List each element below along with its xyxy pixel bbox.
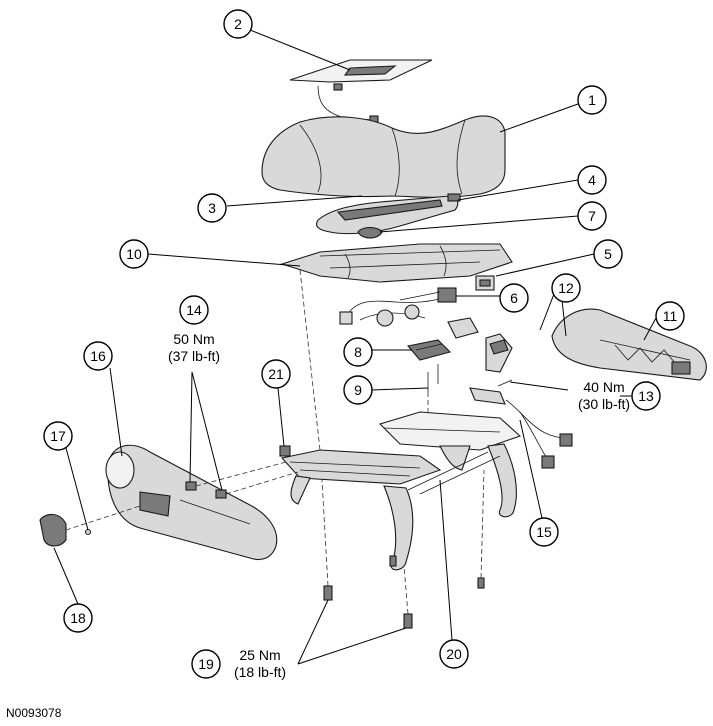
callout-17: 17: [43, 421, 73, 451]
part-seat-heater-pad: [289, 59, 433, 123]
callout-8: 8: [343, 337, 373, 367]
torque-spec-13: 40 Nm (30 lb-ft): [578, 379, 630, 412]
callout-11: 11: [655, 301, 685, 331]
callout-4-label: 4: [588, 172, 596, 188]
callout-10-label: 10: [126, 246, 142, 262]
part-cushion-pan: [315, 193, 461, 235]
callout-6: 6: [499, 283, 529, 313]
callout-16: 16: [83, 341, 113, 371]
part-wiring-harness: [339, 287, 479, 339]
callout-16-label: 16: [90, 348, 106, 364]
callout-18-label: 18: [70, 610, 86, 626]
torque-19-imperial: (18 lb-ft): [234, 664, 286, 680]
torque-14-imperial: (37 lb-ft): [168, 348, 220, 364]
callout-13-label: 13: [638, 388, 654, 404]
part-clip: [357, 226, 383, 239]
callout-1: 1: [577, 85, 607, 115]
leader-lines: [53, 29, 657, 665]
callout-4: 4: [577, 165, 607, 195]
part-screws: [427, 364, 439, 420]
part-seat-cushion: [261, 115, 506, 198]
callout-20-label: 20: [446, 646, 462, 662]
part-bolts-14: [185, 461, 299, 499]
callout-11-label: 11: [663, 308, 678, 324]
callout-19-label: 19: [198, 656, 214, 672]
part-seat-frame: [280, 243, 513, 283]
callout-12-label: 12: [558, 280, 574, 296]
callout-1-label: 1: [588, 92, 596, 108]
torque-spec-14: 50 Nm (37 lb-ft): [168, 331, 220, 364]
callout-15: 15: [529, 517, 559, 547]
torque-13-metric: 40 Nm: [583, 379, 624, 395]
callout-19: 19: [191, 649, 221, 679]
callout-15-label: 15: [536, 524, 552, 540]
part-bolts-19: [321, 469, 485, 629]
part-seat-belt-buckle: [469, 333, 573, 469]
part-seat-track: [279, 269, 522, 571]
callout-20: 20: [439, 639, 469, 669]
part-side-shield: [551, 308, 707, 381]
callout-2-label: 2: [234, 16, 242, 32]
callout-9-label: 9: [354, 382, 362, 398]
callout-3-label: 3: [208, 200, 216, 216]
callout-9: 9: [343, 375, 373, 405]
callout-21-label: 21: [268, 366, 284, 382]
callout-18: 18: [63, 603, 93, 633]
callout-6-label: 6: [510, 290, 518, 306]
part-side-trim-panel: [105, 444, 278, 561]
torque-19-metric: 25 Nm: [239, 647, 280, 663]
callout-21: 21: [261, 359, 291, 389]
callout-3: 3: [197, 193, 227, 223]
callout-12: 12: [551, 273, 581, 303]
callout-13: 13: [631, 381, 661, 411]
part-module: [406, 339, 452, 361]
callout-5-label: 5: [604, 246, 612, 262]
callout-10: 10: [119, 239, 149, 269]
callout-7-label: 7: [588, 208, 596, 224]
part-recliner-knob: [39, 505, 141, 547]
callout-5: 5: [593, 239, 623, 269]
callout-14: 14: [179, 295, 209, 325]
callout-17-label: 17: [50, 428, 66, 444]
callout-2: 2: [223, 9, 253, 39]
part-connector: [475, 275, 495, 291]
callout-7: 7: [577, 201, 607, 231]
torque-spec-19: 25 Nm (18 lb-ft): [234, 647, 286, 680]
torque-13-imperial: (30 lb-ft): [578, 396, 630, 412]
callout-8-label: 8: [354, 344, 362, 360]
torque-14-metric: 50 Nm: [173, 331, 214, 347]
callout-14-label: 14: [186, 302, 202, 318]
figure-id-label: N0093078: [6, 706, 62, 720]
